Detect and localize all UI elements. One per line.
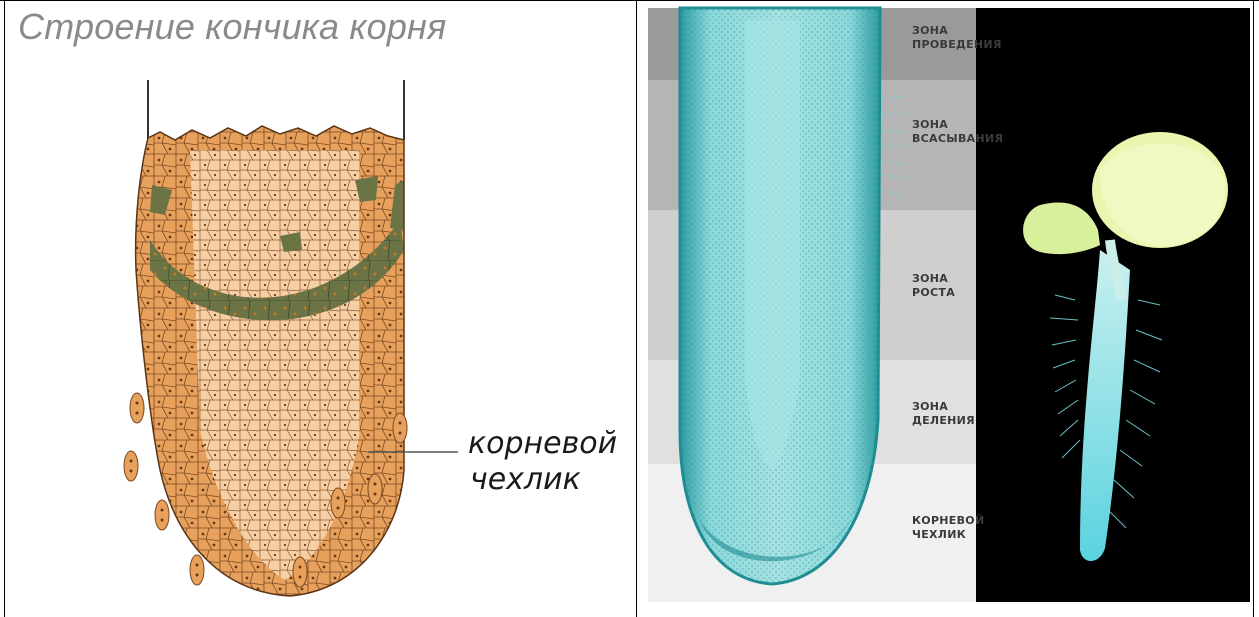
zone-label-division-line1: ЗОНА [912, 400, 975, 414]
zone-label-division-line2: ДЕЛЕНИЯ [912, 414, 975, 428]
zone-label-growth-line2: РОСТА [912, 286, 955, 300]
zone-label-root-cap: КОРНЕВОЙ ЧЕХЛИК [912, 514, 984, 542]
zone-label-growth-line1: ЗОНА [912, 272, 955, 286]
zone-label-division: ЗОНА ДЕЛЕНИЯ [912, 400, 975, 428]
zone-label-absorption-line1: ЗОНА [912, 118, 1003, 132]
zone-label-conduction-line2: ПРОВЕДЕНИЯ [912, 38, 1002, 52]
zone-label-root-cap-line1: КОРНЕВОЙ [912, 514, 984, 528]
zone-label-conduction-line1: ЗОНА [912, 24, 1002, 38]
zone-label-absorption-line2: ВСАСЫВАНИЯ [912, 132, 1003, 146]
zone-label-conduction: ЗОНА ПРОВЕДЕНИЯ [912, 24, 1002, 52]
zone-label-absorption: ЗОНА ВСАСЫВАНИЯ [912, 118, 1003, 146]
zone-label-root-cap-line2: ЧЕХЛИК [912, 528, 984, 542]
zone-label-growth: ЗОНА РОСТА [912, 272, 955, 300]
